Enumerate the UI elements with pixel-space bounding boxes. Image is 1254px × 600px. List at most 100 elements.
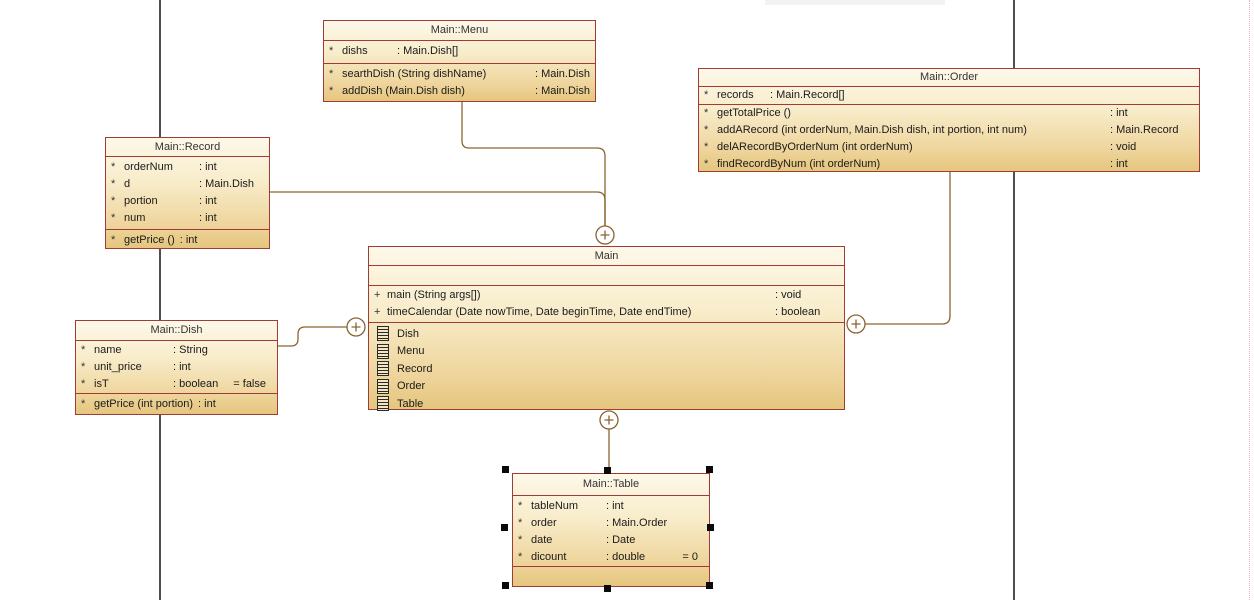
page-boundary-dotted-line — [1249, 0, 1250, 600]
method-row: * delARecordByOrderNum (int orderNum) : … — [699, 139, 1199, 156]
member-type: : double — [606, 551, 646, 563]
member-name: addDish (Main.Dish dish) — [342, 85, 465, 97]
class-icon — [377, 396, 389, 411]
selection-handle-top-right[interactable] — [706, 466, 713, 473]
attribute-row: * tableNum : int — [513, 498, 709, 515]
visibility-marker: * — [111, 161, 116, 173]
attribute-row: * records : Main.Record[] — [699, 87, 1199, 104]
member-type: : int — [1110, 107, 1128, 119]
visibility-marker: + — [374, 289, 381, 301]
attribute-row: * dishs : Main.Dish[] — [324, 43, 595, 60]
visibility-marker: * — [518, 500, 523, 512]
member-name: searthDish (String dishName) — [342, 68, 487, 80]
class-title: Main::Order — [699, 69, 1199, 87]
visibility-marker: * — [704, 107, 709, 119]
member-type: : Main.Dish[] — [397, 45, 459, 57]
visibility-marker: * — [704, 141, 709, 153]
member-type: : Date — [606, 534, 636, 546]
member-type: : Main.Dish — [199, 178, 255, 190]
attribute-row: * d : Main.Dish — [106, 176, 269, 193]
class-main-dish[interactable]: Main::Dish * name : String * unit_price … — [75, 320, 278, 415]
member-type: : Main.Order — [606, 517, 668, 529]
class-main-record[interactable]: Main::Record * orderNum : int * d : Main… — [105, 137, 270, 249]
visibility-marker: * — [518, 551, 523, 563]
selection-handle-top-left[interactable] — [502, 466, 509, 473]
method-row: * getPrice (int portion) : int — [76, 396, 277, 413]
attributes-section: * tableNum : int * order : Main.Order * … — [513, 496, 709, 567]
methods-section: + main (String args[]) : void + timeCale… — [369, 286, 844, 323]
visibility-marker: * — [111, 195, 116, 207]
class-main-table[interactable]: Main::Table * tableNum : int * order : M… — [512, 473, 710, 587]
member-type: : void — [775, 289, 802, 301]
class-title: Main — [369, 247, 844, 266]
method-row: + main (String args[]) : void — [369, 287, 844, 304]
connector-record-to-main[interactable] — [270, 191, 606, 226]
member-default-value: = 0 — [682, 551, 698, 563]
method-row: * getPrice () : int — [106, 232, 269, 249]
visibility-marker: * — [111, 212, 116, 224]
member-name: delARecordByOrderNum (int orderNum) — [717, 141, 913, 153]
member-type: : Main.Dish — [534, 85, 590, 97]
member-type: : boolean — [775, 306, 821, 318]
methods-section: * getPrice (int portion) : int — [76, 394, 277, 416]
member-name: timeCalendar (Date nowTime, Date beginTi… — [387, 306, 692, 318]
visibility-marker: * — [518, 517, 523, 529]
attributes-section: * dishs : Main.Dish[] — [324, 41, 595, 64]
member-name: portion — [124, 195, 158, 207]
attributes-section: * orderNum : int * d : Main.Dish * porti… — [106, 157, 269, 230]
method-row: * searthDish (String dishName) : Main.Di… — [324, 66, 595, 83]
method-row: * addARecord (int orderNum, Main.Dish di… — [699, 122, 1199, 139]
selection-handle-mid-right[interactable] — [707, 524, 714, 531]
attribute-row: * unit_price : int — [76, 359, 277, 376]
visibility-marker: * — [518, 534, 523, 546]
vertical-guide-line-left — [159, 0, 161, 600]
nested-class-label: Table — [397, 397, 424, 410]
selection-handle-mid-left[interactable] — [501, 524, 508, 531]
member-name: unit_price — [94, 361, 142, 373]
visibility-marker: * — [704, 158, 709, 170]
nested-class-row: Table — [369, 395, 844, 411]
visibility-marker: + — [374, 306, 381, 318]
class-main-order[interactable]: Main::Order * records : Main.Record[] * … — [698, 68, 1200, 172]
visibility-marker: * — [704, 89, 709, 101]
attributes-section-empty — [369, 266, 844, 286]
nested-class-label: Dish — [397, 327, 420, 340]
containment-anchor-bottom-icon — [599, 410, 619, 430]
nested-class-row: Record — [369, 360, 844, 378]
connector-menu-to-main[interactable] — [461, 102, 606, 226]
selection-handle-bottom-center[interactable] — [604, 585, 611, 592]
selection-handle-top-center[interactable] — [604, 467, 611, 474]
attribute-row: * isT : boolean = false — [76, 376, 277, 393]
attribute-row: * portion : int — [106, 193, 269, 210]
member-name: isT — [94, 378, 109, 390]
connector-order-to-main[interactable] — [865, 172, 951, 325]
method-row: * addDish (Main.Dish dish) : Main.Dish — [324, 83, 595, 100]
visibility-marker: * — [81, 361, 86, 373]
containment-anchor-top-icon — [595, 225, 615, 245]
attribute-row: * orderNum : int — [106, 159, 269, 176]
member-type: : String — [173, 344, 208, 356]
class-icon — [377, 326, 389, 342]
class-main[interactable]: Main + main (String args[]) : void + tim… — [368, 246, 845, 411]
attribute-row: * order : Main.Order — [513, 515, 709, 532]
selection-handle-bottom-left[interactable] — [502, 582, 509, 589]
class-title: Main::Record — [106, 138, 269, 157]
faint-top-band — [765, 0, 945, 5]
member-name: dishs — [342, 45, 368, 57]
methods-section-empty — [513, 567, 709, 588]
class-main-menu[interactable]: Main::Menu * dishs : Main.Dish[] * seart… — [323, 20, 596, 102]
attribute-row: * num : int — [106, 210, 269, 227]
member-name: date — [531, 534, 553, 546]
method-row: + timeCalendar (Date nowTime, Date begin… — [369, 304, 844, 321]
class-title: Main::Table — [513, 474, 709, 496]
selection-handle-bottom-right[interactable] — [706, 582, 713, 589]
member-name: getTotalPrice () — [717, 107, 791, 119]
connector-dish-to-main[interactable] — [278, 326, 347, 347]
visibility-marker: * — [329, 85, 334, 97]
method-row: * getTotalPrice () : int — [699, 105, 1199, 122]
class-icon — [377, 361, 389, 377]
member-type: : int — [179, 234, 198, 246]
member-name: tableNum — [531, 500, 579, 512]
vertical-guide-line-right — [1013, 0, 1015, 600]
